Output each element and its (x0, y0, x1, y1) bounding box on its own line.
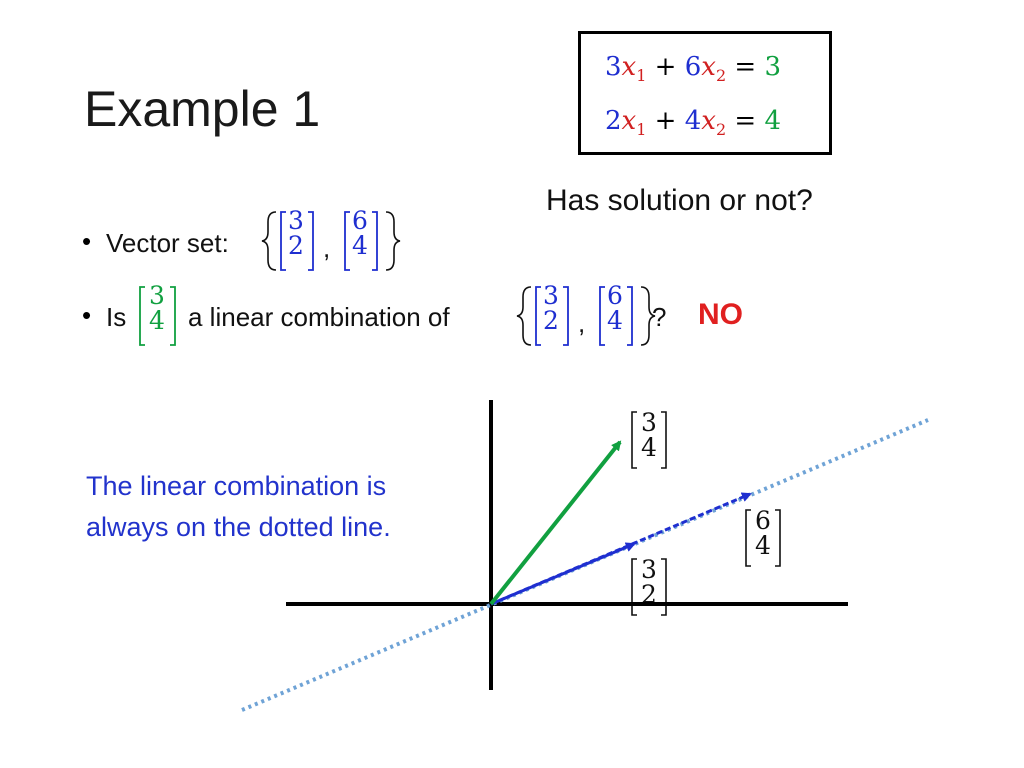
equation-1: 3x1 + 6x2 = 3 (605, 52, 781, 85)
eq1-plus: + (654, 52, 677, 82)
label-3-4-bottom: 4 (641, 433, 657, 462)
combo-set-v1: 3 2 (540, 283, 562, 333)
answer-no: NO (698, 298, 743, 331)
vector-set-comma: , (323, 233, 331, 263)
diagram-label-brackets (631, 411, 781, 616)
is-label: Is (106, 302, 127, 332)
solution-question: Has solution or not? (546, 184, 813, 217)
eq1-coef-1: 3 (605, 52, 622, 82)
vector-set-label: Vector set: (106, 228, 229, 258)
combo-set-braces (516, 286, 656, 346)
target-brackets (139, 286, 176, 346)
page-title: Example 1 (84, 81, 321, 137)
eq2-var-1: x (621, 106, 637, 136)
target-bottom: 4 (149, 306, 165, 335)
eq1-equals: = (734, 52, 757, 82)
eq2-var-2: x (701, 106, 716, 136)
target-top: 3 (149, 281, 165, 310)
label-vector-6-4: 6 4 (752, 508, 774, 558)
eq1-var-1: x (621, 52, 637, 82)
eq1-sub-2: 2 (715, 66, 727, 85)
bullet-dot-1: • (82, 226, 92, 256)
combo-v1-top: 3 (543, 281, 559, 310)
vector-set-v2: 6 4 (349, 208, 371, 258)
v1-bottom: 2 (288, 231, 304, 260)
caption-line-2: always on the dotted line. (86, 512, 391, 542)
eq1-coef-2: 6 (684, 52, 702, 82)
label-3-2-bottom: 2 (641, 580, 657, 609)
caption-line-1: The linear combination is (86, 471, 387, 501)
eq2-equals: = (734, 106, 757, 136)
eq2-coef-1: 2 (605, 106, 622, 136)
v2-bottom: 4 (352, 231, 368, 260)
combo-set-comma: , (578, 308, 586, 338)
eq1-sub-1: 1 (636, 66, 647, 85)
question-mark: ? (652, 302, 667, 332)
vector-set-brackets (280, 211, 378, 271)
eq2-coef-2: 4 (684, 106, 702, 136)
bullet-dot-2: • (82, 300, 92, 330)
label-6-4-top: 6 (755, 506, 771, 535)
eq2-sub-1: 1 (636, 120, 647, 139)
equation-2: 2x1 + 4x2 = 4 (605, 106, 781, 139)
caption: The linear combination is always on the … (86, 466, 391, 548)
combo-set-brackets (535, 286, 633, 346)
label-6-4-bottom: 4 (755, 531, 771, 560)
vector-3-4-arrow (489, 440, 622, 606)
label-3-4-top: 3 (641, 408, 657, 437)
eq1-var-2: x (701, 52, 716, 82)
eq2-sub-2: 2 (715, 120, 727, 139)
vector-set-v1: 3 2 (285, 208, 307, 258)
vector-set-braces (261, 211, 401, 271)
eq1-rhs: 3 (764, 52, 782, 82)
v1-top: 3 (288, 206, 304, 235)
combo-v1-bottom: 2 (543, 306, 559, 335)
label-3-2-top: 3 (641, 555, 657, 584)
combo-v2-top: 6 (607, 281, 623, 310)
combo-set-v2: 6 4 (604, 283, 626, 333)
vector-3-2-arrow (490, 542, 636, 606)
linear-combination-text: a linear combination of (188, 302, 450, 332)
eq2-plus: + (654, 106, 677, 136)
label-vector-3-2: 3 2 (638, 557, 660, 607)
eq2-rhs: 4 (764, 106, 782, 136)
label-vector-3-4: 3 4 (638, 410, 660, 460)
equation-system-box: 3x1 + 6x2 = 3 2x1 + 4x2 = 4 (578, 31, 832, 155)
combo-v2-bottom: 4 (607, 306, 623, 335)
v2-top: 6 (352, 206, 368, 235)
target-vector: 3 4 (146, 283, 168, 333)
